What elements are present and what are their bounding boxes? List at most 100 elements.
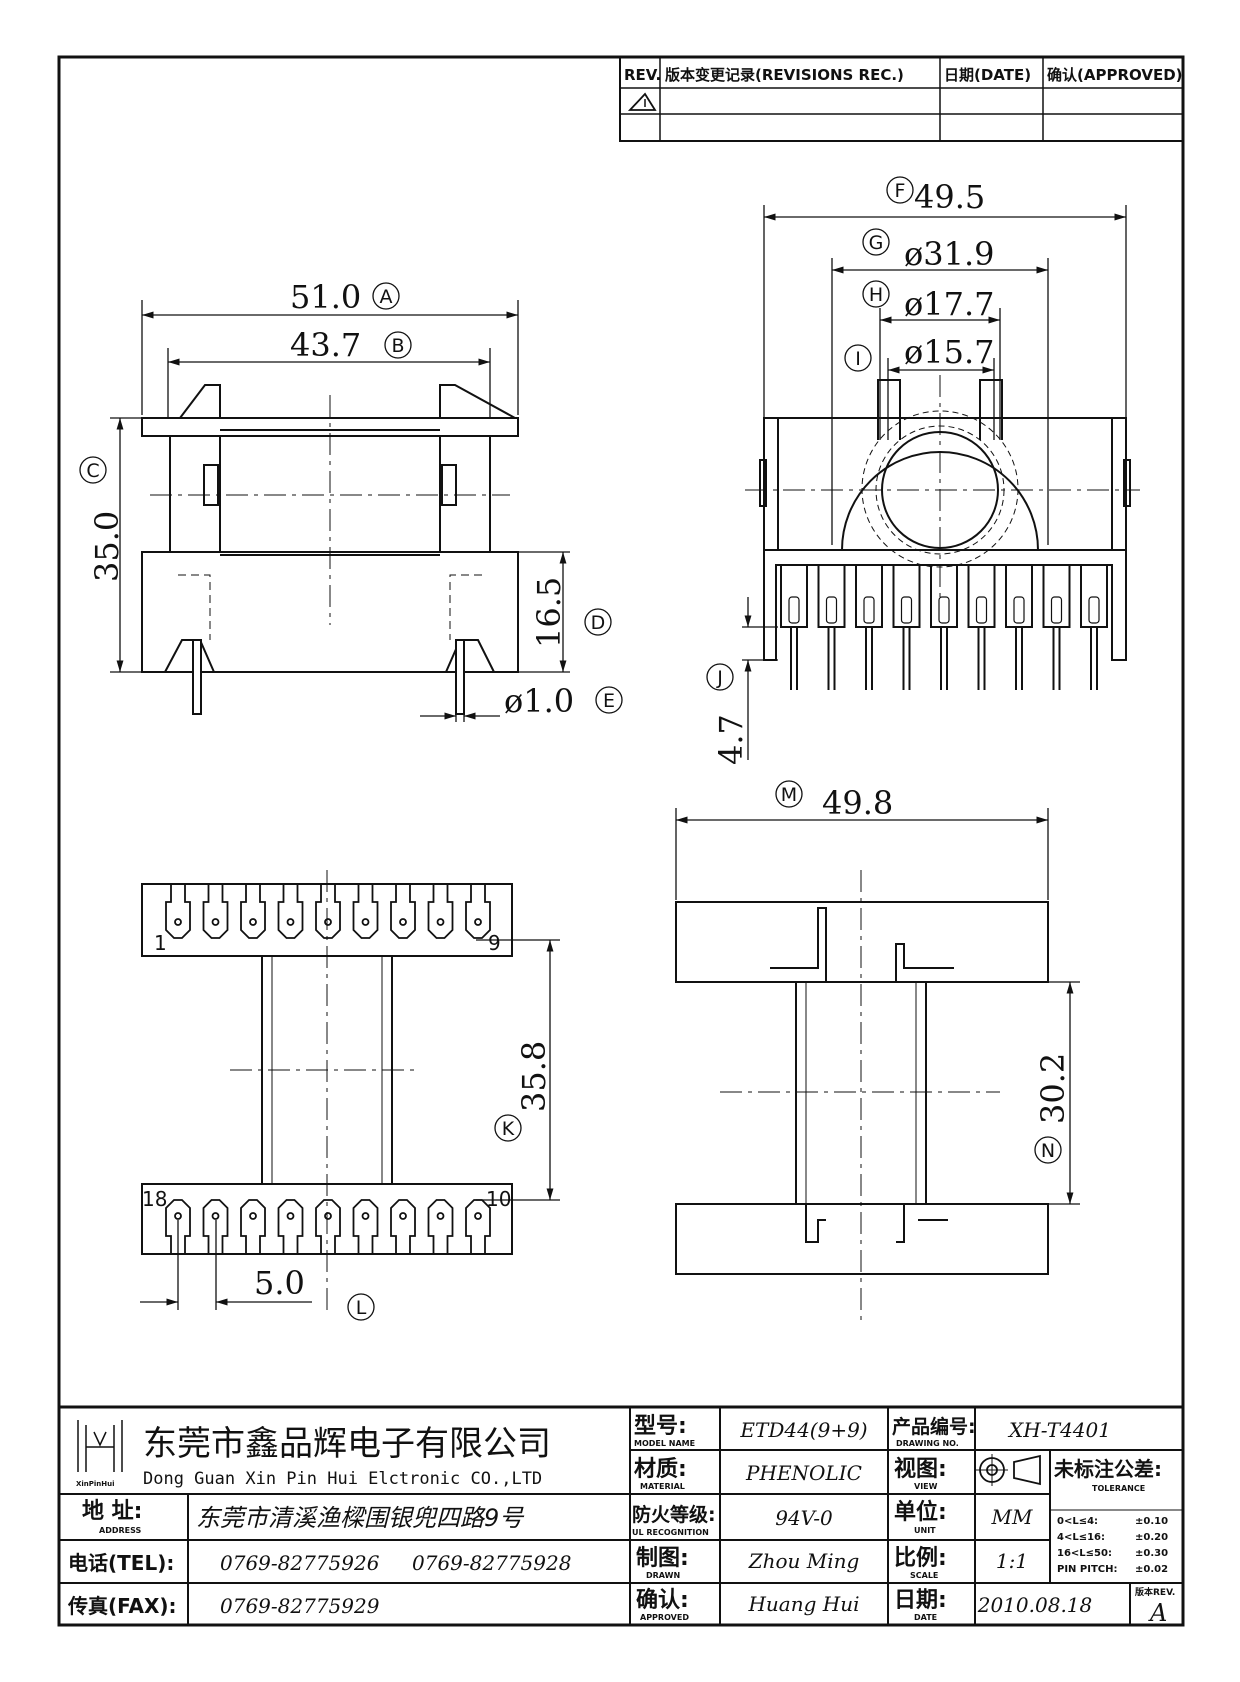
dimension-h	[862, 280, 1001, 440]
version-value: A	[1148, 1599, 1167, 1627]
dimension-a	[141, 282, 519, 415]
drawing-no-sublabel: DRAWING NO.	[896, 1439, 959, 1448]
pin-tab	[202, 1199, 229, 1254]
drawing-frame	[57, 55, 1185, 1627]
fax-value: 0769-82775929	[220, 1594, 380, 1618]
pin-tab	[390, 884, 416, 939]
unit-label: 单位:	[894, 1499, 947, 1525]
view-label: 视图:	[894, 1456, 947, 1482]
pin-tab	[240, 1199, 266, 1254]
pin-1-label: 1	[154, 931, 167, 955]
revision-table	[619, 56, 1184, 142]
address-value: 东莞市清溪渔樑围银兜四路9号	[196, 1504, 525, 1532]
pin-tab	[352, 884, 379, 939]
dimension-i	[844, 344, 995, 440]
tolerance-sublabel: TOLERANCE	[1092, 1484, 1145, 1493]
dimension-j	[706, 597, 778, 760]
drawing-no-value: XH-T4401	[1007, 1418, 1111, 1442]
pin-tab	[277, 884, 304, 939]
company-logo	[77, 1420, 123, 1472]
scale-label: 比例:	[894, 1546, 947, 1571]
dimension-c	[79, 417, 142, 673]
tel-value-2: 0769-82775928	[412, 1551, 571, 1575]
dimension-l-marker: L	[356, 1297, 367, 1319]
fire-rating-value: 94V-0	[775, 1506, 833, 1530]
dimension-m	[675, 780, 1049, 900]
pin-tab	[427, 884, 454, 939]
company-name-en: Dong Guan Xin Pin Hui Elctronic CO.,LTD	[143, 1469, 542, 1489]
dimension-h-marker: H	[869, 284, 883, 306]
dimension-d-value: 16.5	[530, 577, 568, 648]
front-pin	[817, 564, 846, 690]
side-view	[141, 384, 519, 715]
front-pin	[892, 564, 921, 690]
revision-approved-header: 确认(APPROVED)	[1047, 66, 1183, 84]
approved-sublabel: APPROVED	[640, 1613, 689, 1622]
fax-label: 传真(FAX):	[67, 1594, 177, 1618]
bottom-view-pins-bottom	[165, 1199, 491, 1254]
dimension-k-marker: K	[502, 1118, 515, 1140]
revision-triangle-icon	[627, 92, 657, 111]
front-pin	[780, 564, 808, 690]
front-pin	[1080, 564, 1108, 690]
dimension-n-value: 30.2	[1034, 1053, 1072, 1124]
pin-tab	[465, 884, 491, 939]
front-view	[759, 379, 1131, 661]
tolerance-value: ±0.02	[1135, 1564, 1168, 1575]
dimension-m-value: 49.8	[822, 784, 893, 822]
date-label: 日期:	[894, 1588, 947, 1613]
side-view-centerlines	[150, 395, 510, 625]
dimension-f-value: 49.5	[914, 178, 985, 216]
dimension-j-marker: J	[716, 667, 723, 689]
scale-sublabel: SCALE	[910, 1571, 938, 1580]
material-label: 材质:	[634, 1457, 687, 1482]
dimension-b-marker: B	[391, 335, 404, 357]
version-label: 版本REV.	[1134, 1586, 1175, 1598]
pin-tab	[202, 884, 229, 939]
tolerance-value: ±0.30	[1135, 1548, 1168, 1559]
revision-record-header: 版本变更记录(REVISIONS REC.)	[665, 66, 904, 84]
approved-label: 确认:	[636, 1587, 689, 1613]
date-value: 2010.08.18	[977, 1593, 1093, 1617]
dimension-a-value: 51.0	[290, 278, 361, 316]
approved-value: Huang Hui	[747, 1592, 859, 1616]
tolerance-range: 16<L≤50:	[1057, 1548, 1112, 1559]
rev-header: REV.	[624, 66, 661, 84]
dimension-d-marker: D	[591, 612, 606, 634]
front-pin	[1005, 564, 1033, 690]
front-pin	[855, 564, 883, 690]
pin-tab	[315, 1199, 341, 1254]
unit-sublabel: UNIT	[914, 1526, 936, 1535]
dimension-n	[960, 981, 1080, 1205]
pin-18-label: 18	[142, 1187, 167, 1211]
pin-tab	[165, 884, 191, 939]
dimension-a-marker: A	[380, 286, 393, 308]
dimension-k	[476, 939, 560, 1201]
top-view-centerlines	[720, 870, 1000, 1320]
drawing-no-label: 产品编号:	[892, 1415, 976, 1438]
pin-10-label: 10	[486, 1187, 511, 1211]
bottom-view-centerlines	[230, 870, 420, 1310]
dimension-e-marker: E	[603, 690, 615, 712]
dimension-d	[518, 551, 612, 673]
bottom-view-pins-top	[165, 884, 491, 939]
front-pin	[930, 564, 958, 690]
company-name-cn: 东莞市鑫品辉电子有限公司	[143, 1424, 551, 1464]
pin-tab	[390, 1199, 416, 1254]
dimension-i-marker: I	[855, 348, 861, 370]
fire-rating-label: 防火等级:	[632, 1503, 716, 1526]
top-view	[675, 901, 1049, 1275]
projection-symbol-icon	[976, 1454, 1041, 1486]
model-label: 型号:	[634, 1414, 687, 1439]
dimension-i-value: ø15.7	[904, 333, 995, 371]
dimension-l	[140, 1220, 375, 1321]
pin-9-label: 9	[488, 931, 501, 955]
tolerance-range: PIN PITCH:	[1057, 1564, 1117, 1575]
tel-label: 电话(TEL):	[68, 1551, 174, 1575]
dimension-e	[420, 680, 623, 722]
tel-value-1: 0769-82775926	[220, 1551, 380, 1575]
dimension-f-marker: F	[895, 180, 906, 202]
pin-tab	[165, 1199, 191, 1254]
dimension-c-value: 35.0	[88, 511, 126, 582]
